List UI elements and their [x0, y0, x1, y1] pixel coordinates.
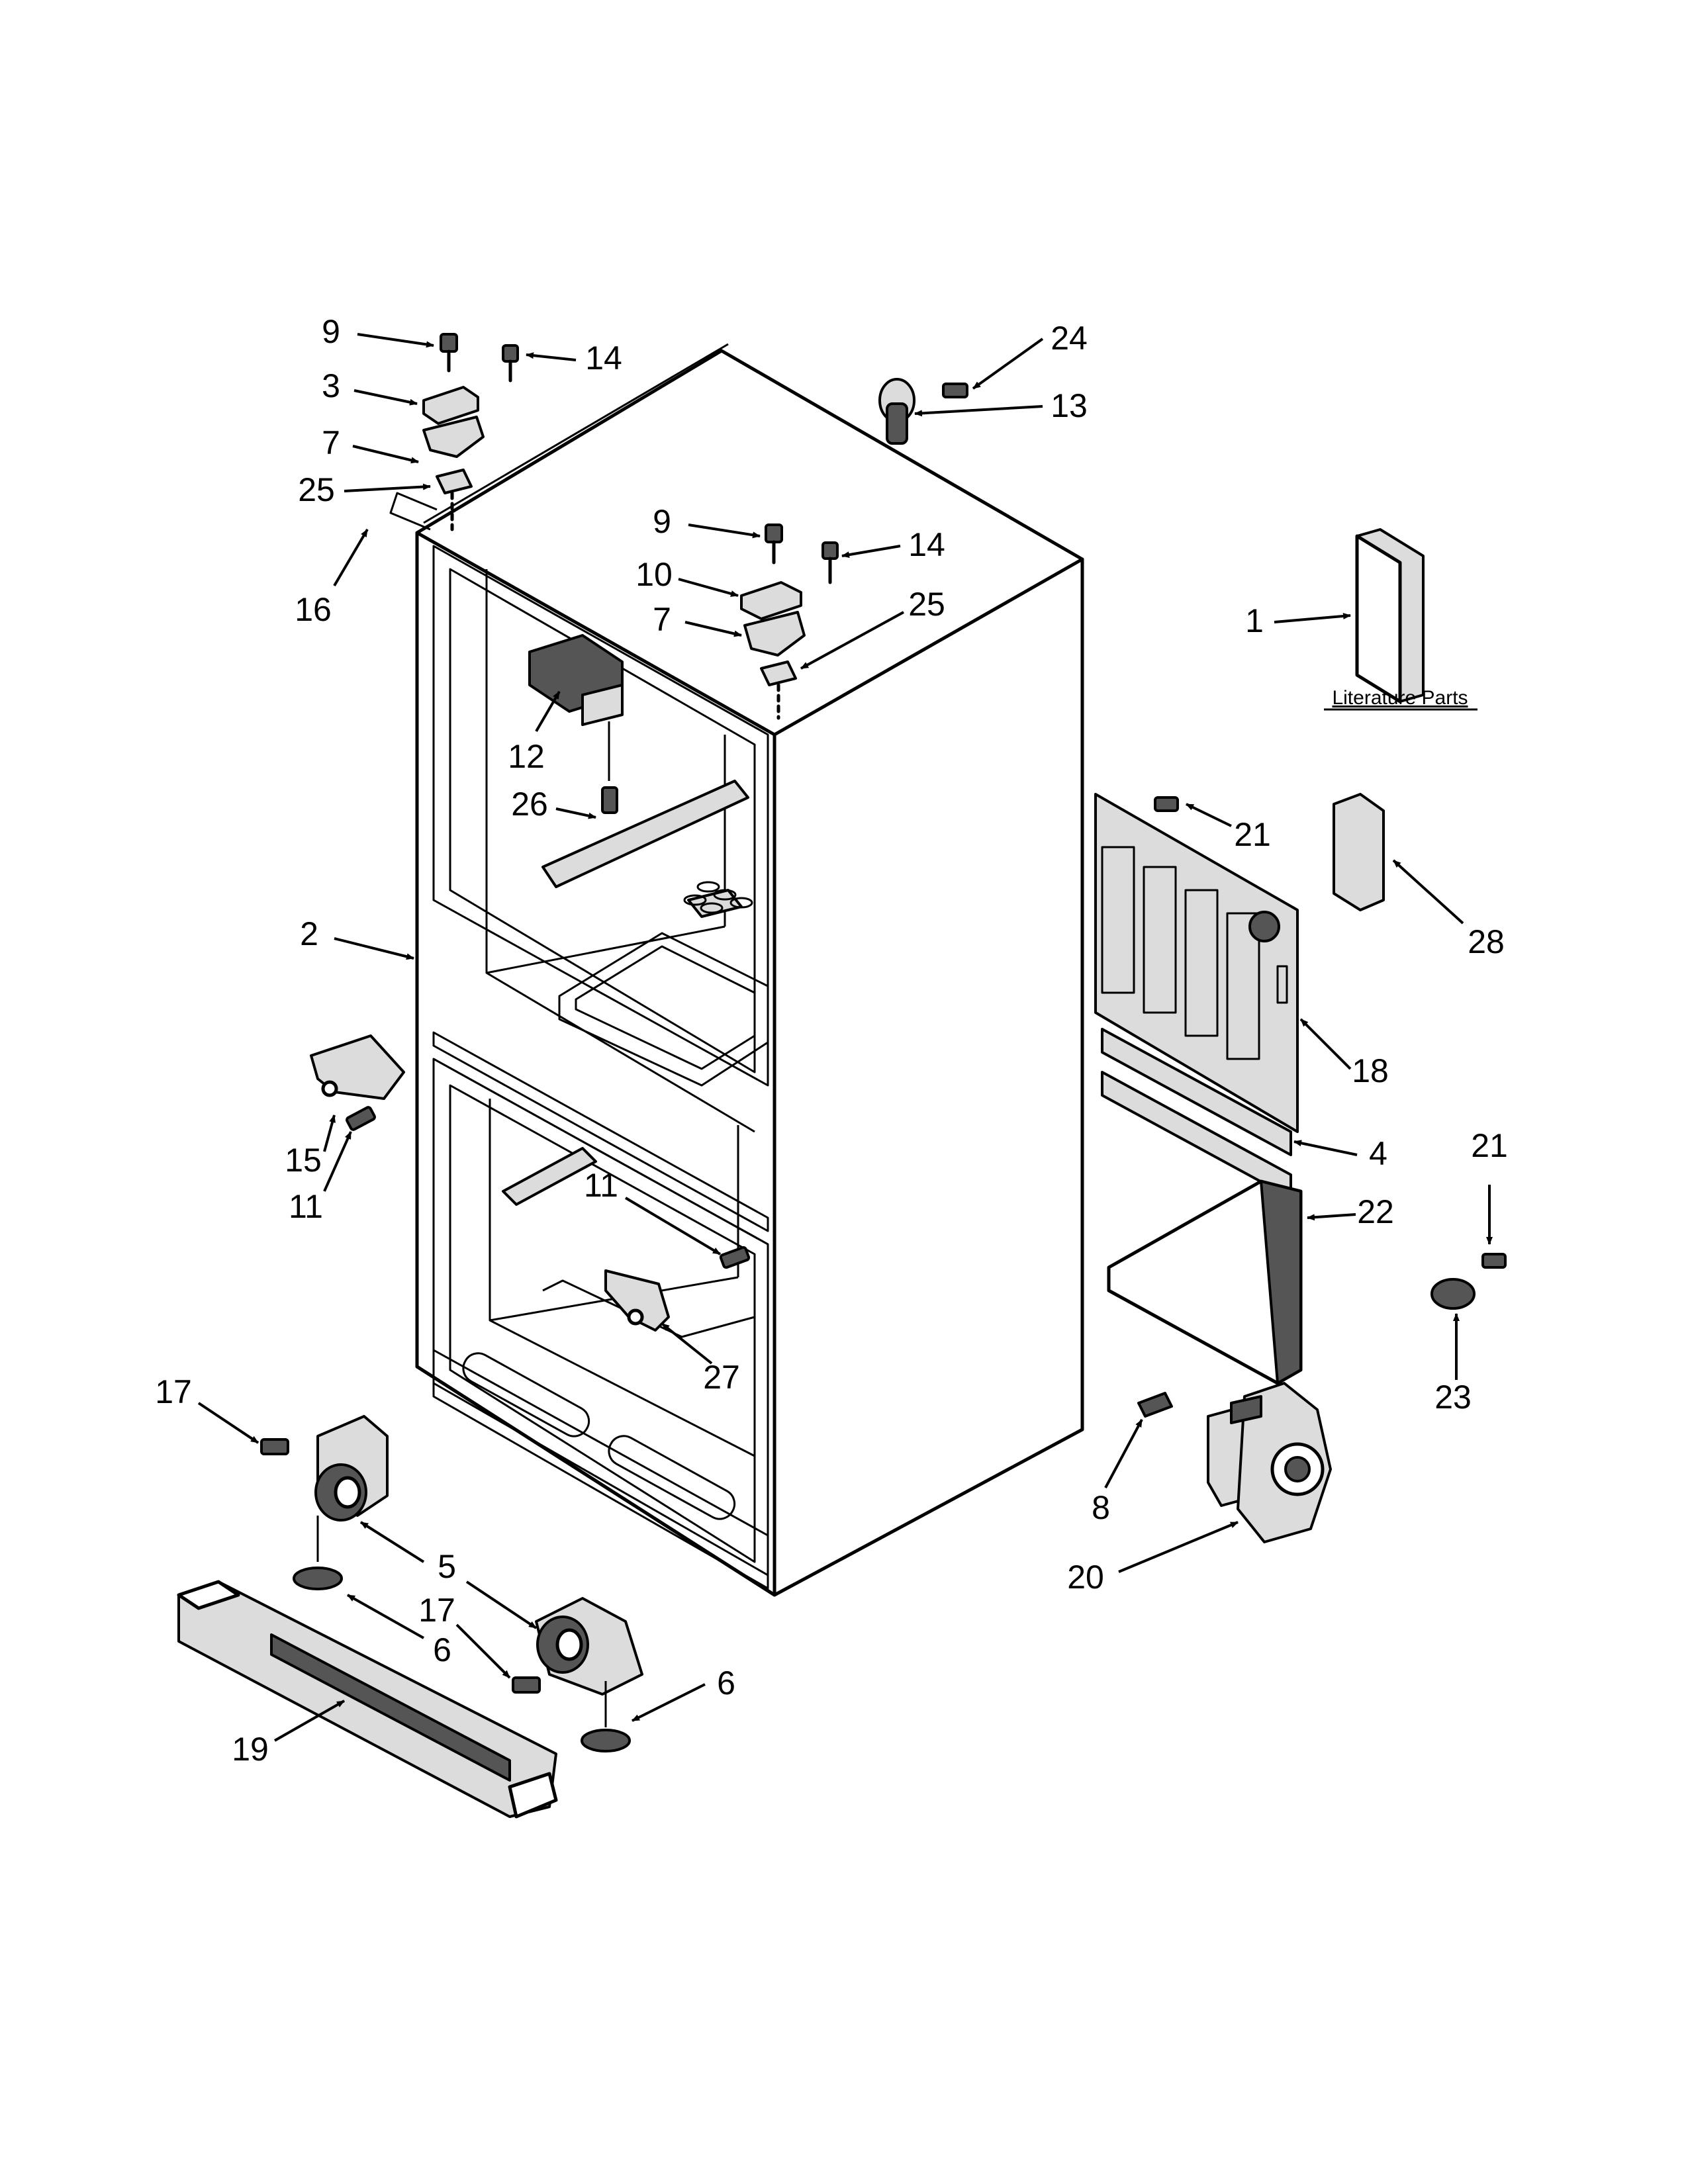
- callout-label: 26: [511, 786, 548, 823]
- callout-label: 16: [295, 591, 332, 628]
- callout-label: 15: [285, 1142, 322, 1179]
- callout-label: 21: [1471, 1127, 1508, 1164]
- callout-label: 11: [289, 1188, 323, 1225]
- bracket-27: [604, 1246, 751, 1332]
- callout-label: 14: [908, 526, 945, 563]
- callout-label: 6: [717, 1664, 735, 1702]
- hinge-spacer-16: [389, 492, 438, 531]
- leader-arrows: [197, 333, 1493, 1742]
- screw-21-lower: [1481, 1253, 1507, 1269]
- leveling-foot-6-left: [293, 1567, 343, 1590]
- callout-label: 5: [438, 1548, 456, 1585]
- seal-strip-4: [1101, 1028, 1292, 1199]
- screw-17-left: [260, 1438, 289, 1455]
- left-roller-assembly: [260, 1415, 389, 1590]
- callout-label: 27: [703, 1359, 740, 1396]
- screw-11-center: [719, 1246, 751, 1269]
- screw-24: [942, 383, 968, 398]
- callout-label: 21: [1234, 816, 1271, 853]
- callout-labels: 9 14 3 7 25 16 24 13 9 14 10 7 25 1 12 2…: [155, 313, 1508, 1768]
- rear-access-cover-18: [1094, 793, 1299, 1133]
- callout-label: 7: [322, 424, 340, 461]
- callout-label: 22: [1357, 1193, 1394, 1230]
- callout-label: 9: [322, 313, 340, 350]
- clip-28: [1333, 793, 1385, 911]
- callout-label: 28: [1468, 923, 1505, 960]
- valve-clip-8: [1137, 1392, 1173, 1418]
- right-roller-assembly: [512, 1597, 643, 1752]
- insulation-panel-22: [1107, 1179, 1303, 1385]
- center-top-hinge-assembly: [740, 523, 839, 720]
- water-valve-20: [1207, 1382, 1332, 1543]
- callout-label: 11: [584, 1167, 618, 1204]
- callout-label: 9: [653, 503, 671, 540]
- literature-booklet: [1355, 528, 1425, 704]
- callout-label: 7: [653, 601, 671, 638]
- callout-label: 20: [1067, 1559, 1104, 1596]
- screw-11-left: [346, 1106, 376, 1131]
- callout-label: 19: [232, 1731, 269, 1768]
- hinge-shim-25-center: [760, 660, 797, 686]
- hinge-screw-14-left: [502, 344, 519, 363]
- cabinet-shell: [415, 343, 1084, 1597]
- callout-label: 13: [1051, 387, 1088, 424]
- screw-26: [601, 786, 618, 814]
- screw-17-right: [512, 1676, 541, 1694]
- hinge-bracket-7-center: [743, 611, 806, 657]
- hinge-bracket-7-left: [422, 416, 485, 458]
- callout-label: 4: [1369, 1135, 1387, 1172]
- left-top-hinge-assembly: [389, 333, 519, 531]
- hinge-shim-25-left: [436, 469, 473, 494]
- hinge-10: [740, 581, 802, 620]
- callout-label: 17: [155, 1373, 192, 1410]
- base-grille-19: [177, 1580, 558, 1819]
- clamp-23: [1430, 1253, 1507, 1310]
- callout-label: 8: [1092, 1489, 1110, 1526]
- screw-21-upper: [1154, 796, 1179, 812]
- callout-label: 1: [1245, 602, 1264, 639]
- callout-label: 6: [433, 1631, 451, 1668]
- literature-parts-label: Literature Parts: [1332, 687, 1468, 709]
- callout-label: 14: [585, 340, 622, 377]
- air-damper-assembly: [528, 634, 624, 814]
- hinge-cover-3: [422, 386, 479, 425]
- hinge-screw-14-center: [821, 541, 839, 560]
- hinge-screw-9-center: [765, 523, 783, 543]
- lower-hinge-bracket-15: [310, 1034, 405, 1131]
- callout-label: 12: [508, 738, 545, 775]
- callout-label: 17: [418, 1592, 455, 1629]
- water-tube-clip-assembly: [878, 378, 968, 445]
- vent-slots: [683, 881, 753, 914]
- louvers: [1101, 846, 1260, 1060]
- hinge-screw-9-left: [440, 333, 458, 353]
- callout-label: 18: [1352, 1052, 1389, 1089]
- callout-label: 3: [322, 367, 340, 404]
- callout-label: 23: [1434, 1379, 1472, 1416]
- callout-label: 25: [908, 586, 945, 623]
- callout-label: 10: [635, 556, 673, 593]
- callout-label: 2: [300, 915, 318, 952]
- leveling-foot-6-right: [581, 1729, 631, 1752]
- callout-label: 25: [298, 471, 335, 508]
- callout-label: 24: [1051, 320, 1088, 357]
